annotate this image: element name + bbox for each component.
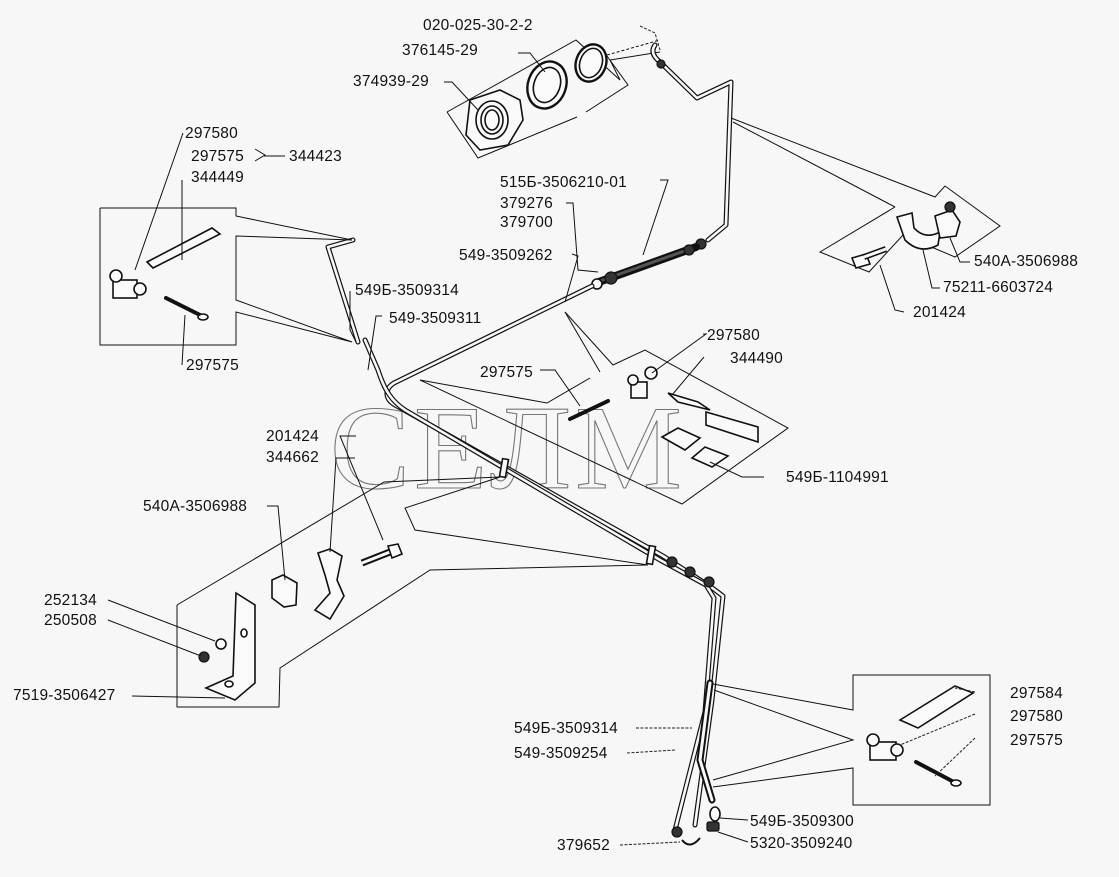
label-ul-clip: 297580 (185, 125, 238, 142)
middle-pin-icon (568, 399, 610, 421)
label-lb-hose: 549Б-3509314 (514, 720, 618, 737)
top-callout-panel (446, 39, 661, 159)
pipe-clip-2 (645, 544, 657, 566)
lower-fittings (671, 806, 721, 846)
label-pipe-left: 549-3509311 (389, 310, 481, 327)
label-l-bracket: 7519-3506427 (13, 687, 115, 704)
label-ul-hose: 549Б-3509314 (355, 282, 459, 299)
angle-bracket-icon (203, 591, 256, 701)
left-clamp-block-icon (271, 574, 298, 608)
middle-pad-2 (705, 410, 759, 444)
lower-pin-icon (914, 760, 962, 787)
left-clamp-icon (313, 548, 345, 621)
bolt-icon (850, 246, 888, 269)
label-ul-pad: 344449 (191, 169, 244, 186)
lower-right-callout-panel (712, 674, 991, 806)
label-lb-elbow: 5320-3509240 (750, 835, 853, 852)
hose-upper (591, 243, 700, 290)
label-top-nut: 374939-29 (353, 73, 429, 90)
part-labels: 020-025-30-2-2 376145-29 374939-29 29758… (13, 17, 1078, 854)
label-l-clamp-block: 540А-3506988 (143, 498, 247, 515)
label-l-nut: 250508 (44, 612, 97, 629)
hose-clip-icon (109, 269, 147, 299)
label-top-ring-small: 020-025-30-2-2 (423, 17, 533, 34)
label-lb-fitting: 549Б-3509300 (750, 813, 854, 830)
label-lr-clip: 297580 (1010, 708, 1063, 725)
hose-lower (696, 679, 716, 804)
leader-lines (107, 25, 976, 846)
label-hose-upper: 515Б-3506210-01 (500, 174, 627, 191)
pipe-clip-1 (498, 457, 510, 479)
label-top-ring-large: 376145-29 (402, 42, 478, 59)
nut-icon (465, 89, 524, 151)
washer-icon (215, 638, 227, 650)
middle-callout-panel (419, 311, 789, 505)
label-mid-clip: 297580 (707, 327, 760, 344)
watermark: СЕЛМ (330, 381, 686, 514)
cotter-pin-icon (164, 296, 209, 321)
label-ul-pin-bottom: 297575 (186, 357, 239, 374)
label-r-bracket: 75211-6603724 (943, 279, 1053, 296)
label-l-clamp: 344662 (266, 449, 319, 466)
left-callout-panel (176, 476, 649, 708)
label-lb-tee: 379652 (557, 837, 610, 854)
label-lr-pad: 297584 (1010, 685, 1063, 702)
label-lb-pipe: 549-3509254 (514, 745, 608, 762)
label-lr-pin: 297575 (1010, 732, 1063, 749)
label-mid-pad: 344490 (730, 350, 783, 367)
upper-left-callout-panel (99, 207, 353, 346)
middle-clip-icon (627, 366, 658, 399)
nut-small-icon (198, 651, 210, 663)
label-r-bolt: 201424 (913, 304, 966, 321)
middle-pad-3 (660, 427, 702, 451)
clamp-block-icon (934, 201, 961, 239)
label-pipe-upper: 549-3509262 (459, 247, 553, 264)
left-bolt-icon (360, 543, 404, 567)
hose-upper-left (325, 237, 361, 345)
bracket-icon (895, 211, 942, 250)
lower-pad-icon (898, 685, 975, 729)
sealing-ring-large-icon (526, 60, 568, 110)
label-mid-pin: 297575 (480, 364, 533, 381)
label-l-bolt: 201424 (266, 428, 319, 445)
pipe-upper-right (650, 42, 734, 250)
middle-pad-4 (690, 446, 730, 468)
pipe-main (362, 283, 726, 833)
label-ul-pin: 297575 (191, 148, 244, 165)
label-ul-kit: 344423 (289, 148, 342, 165)
label-l-washer: 252134 (44, 592, 97, 609)
label-mid-pads: 549Б-1104991 (786, 469, 889, 486)
right-upper-callout-panel (730, 117, 1001, 273)
label-fitting-a: 379276 (500, 195, 553, 212)
middle-pad-1 (667, 392, 711, 411)
label-fitting-b: 379700 (500, 214, 553, 231)
sealing-ring-small-icon (574, 43, 608, 83)
label-r-clamp-top: 540А-3506988 (974, 253, 1078, 270)
lower-clip-icon (866, 733, 904, 761)
pad-icon (145, 227, 222, 269)
